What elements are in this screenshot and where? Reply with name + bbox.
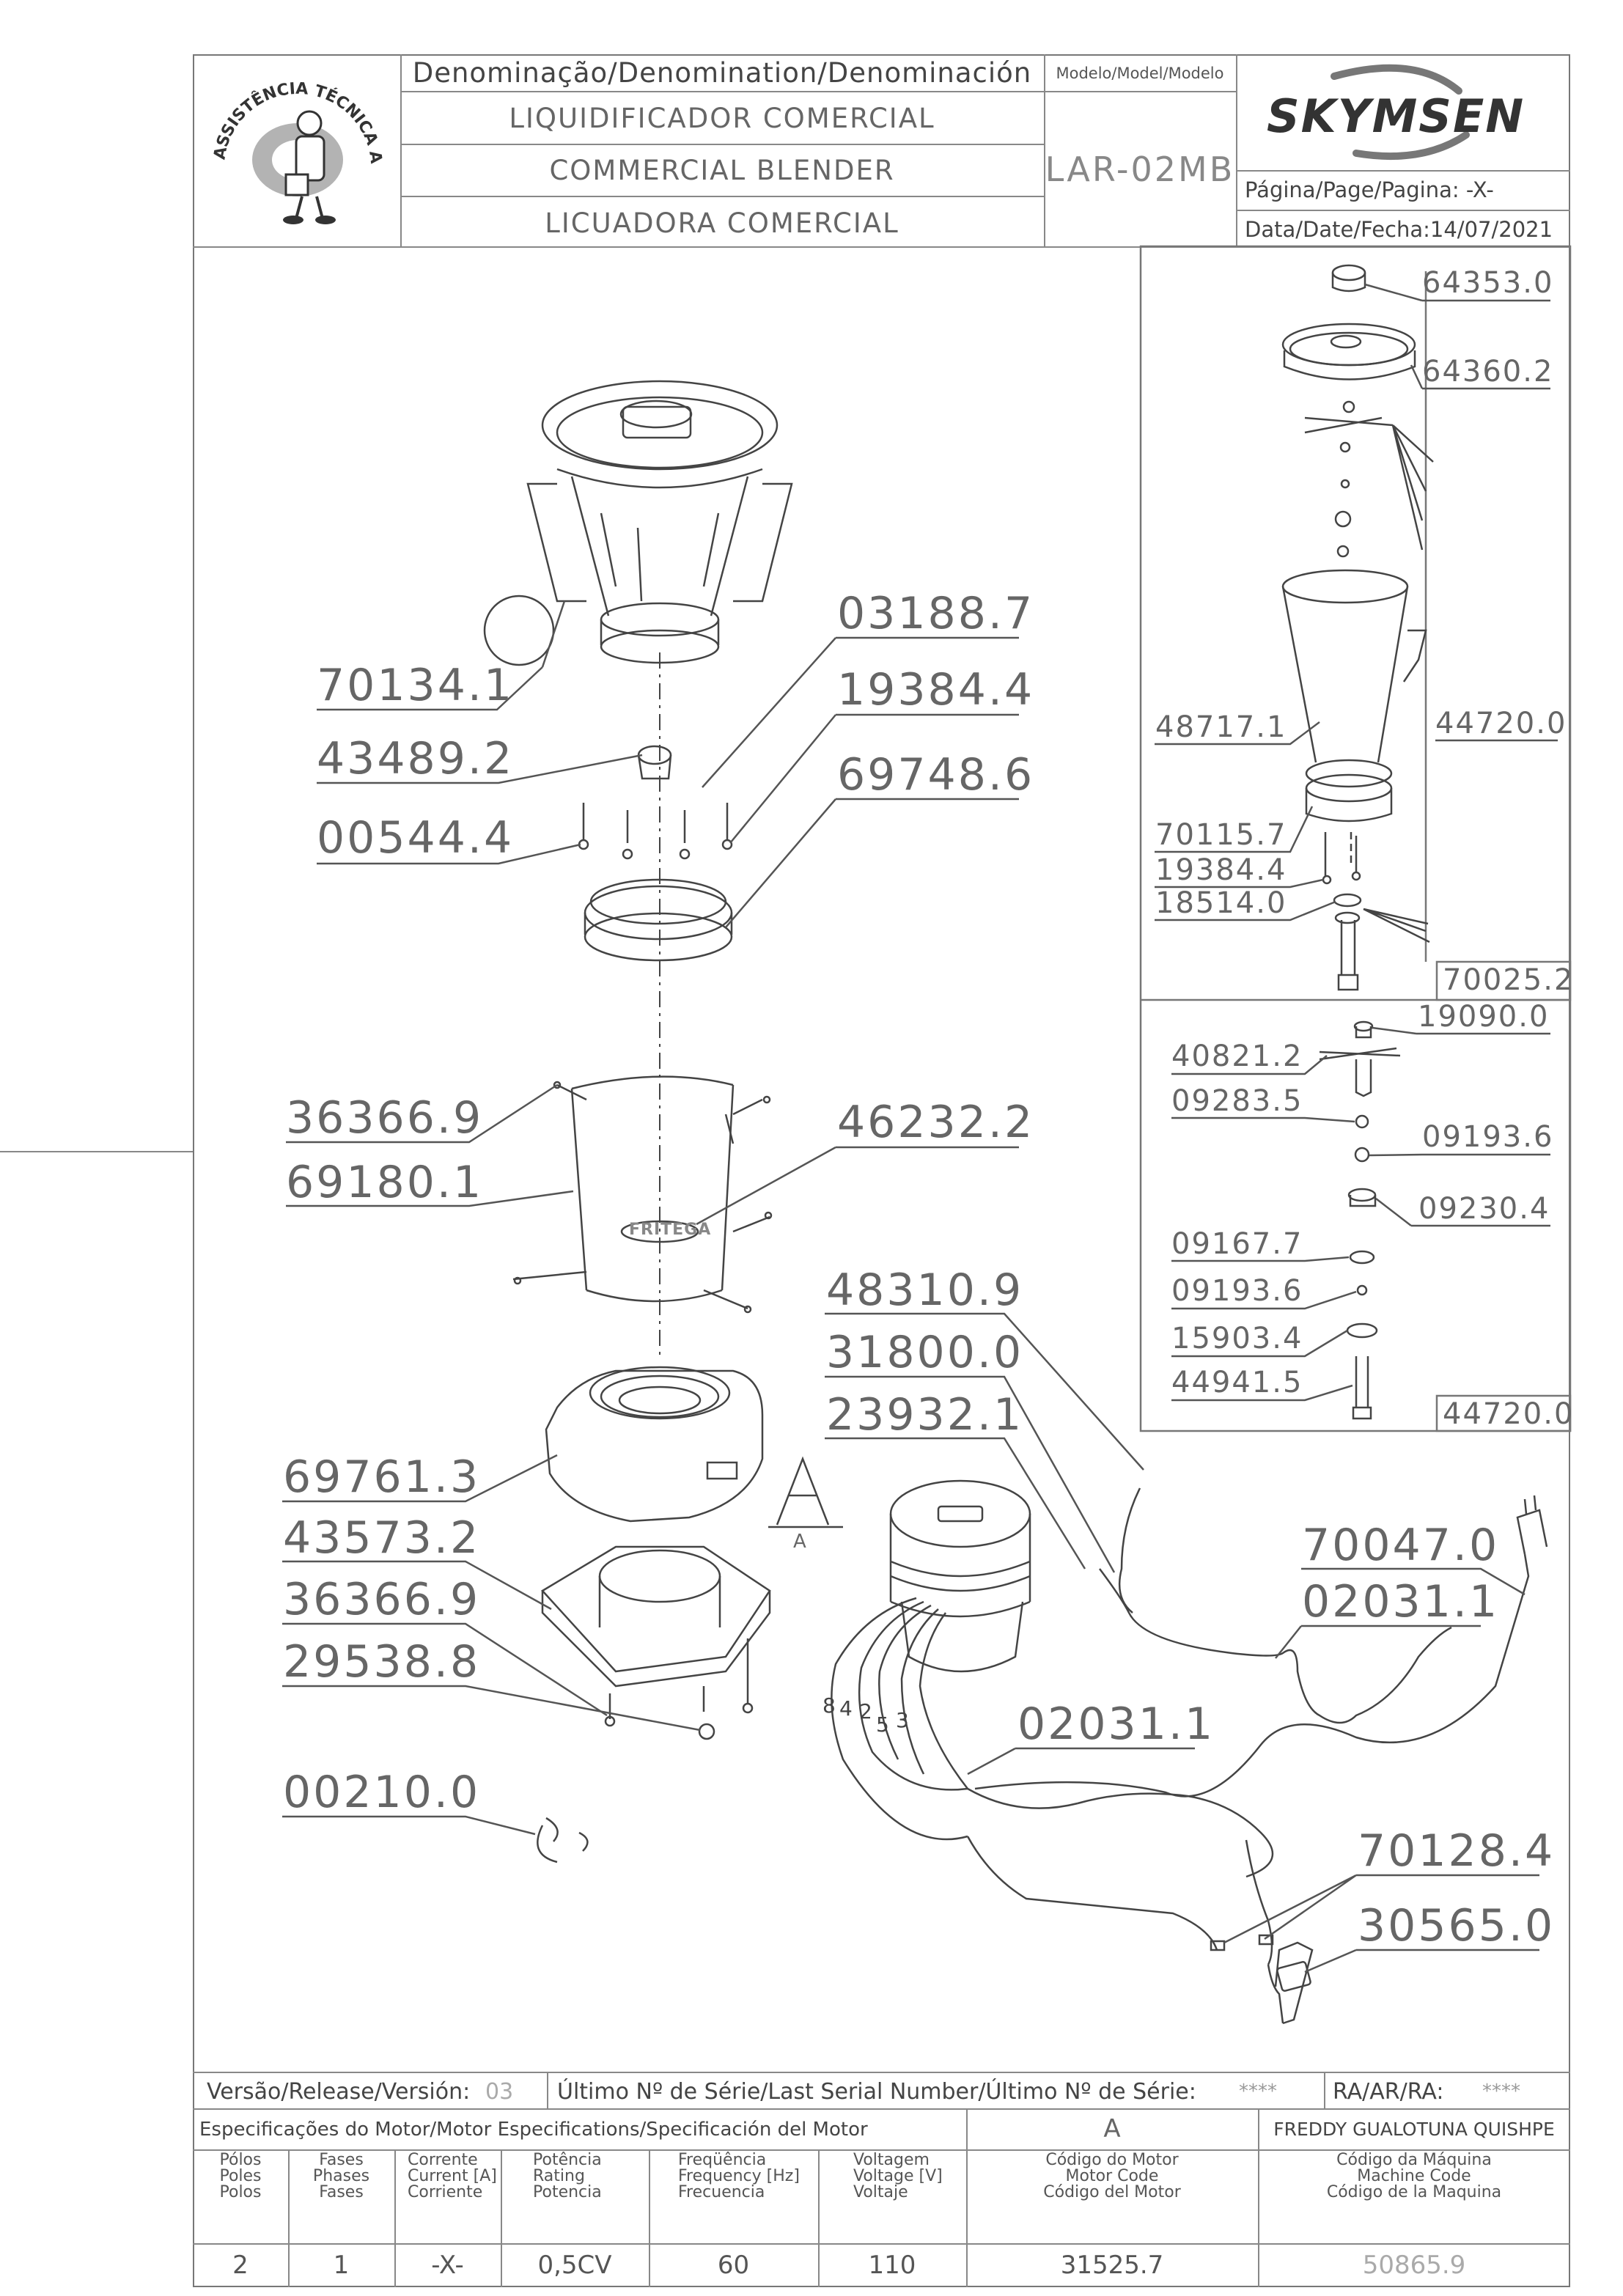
jar-detail-box-label: 70025.2	[1443, 963, 1575, 997]
part-label: 69180.1	[286, 1157, 484, 1208]
part-label: 43573.2	[283, 1512, 481, 1564]
part-label: 70128.4	[1358, 1825, 1556, 1877]
jar-part-label: 18514.0	[1155, 886, 1287, 920]
value-rating: 0,5CV	[537, 2251, 612, 2280]
value-current: -X-	[431, 2251, 464, 2280]
part-label: 70134.1	[317, 660, 515, 711]
value-frequency: 60	[717, 2251, 750, 2280]
blade-part-label: 09167.7	[1171, 1227, 1303, 1261]
part-label: 31800.0	[826, 1327, 1024, 1378]
ra-value: ****	[1482, 2080, 1520, 2102]
wire-number: 2	[859, 1699, 872, 1723]
blade-part-label: 09230.4	[1418, 1192, 1550, 1226]
part-label: 36366.9	[283, 1574, 481, 1625]
part-label: 02031.1	[1302, 1576, 1500, 1627]
blade-part-label: 40821.2	[1171, 1040, 1303, 1073]
part-label: 43489.2	[317, 733, 515, 784]
part-label: 03188.7	[837, 588, 1035, 639]
part-label: 30565.0	[1358, 1900, 1556, 1951]
part-label: 19384.4	[837, 664, 1035, 715]
part-label: 70047.0	[1302, 1520, 1500, 1571]
serial-label: Último Nº de Série/Last Serial Number/Úl…	[557, 2079, 1196, 2105]
name-english: COMMERCIAL BLENDER	[549, 155, 895, 186]
ra-label: RA/AR/RA:	[1333, 2079, 1444, 2105]
part-label: 00210.0	[283, 1767, 481, 1818]
part-label: 36366.9	[286, 1092, 484, 1144]
denomination-label: Denominação/Denomination/Denominación	[412, 57, 1032, 89]
page-label: Página/Page/Pagina: -X-	[1245, 177, 1494, 202]
motor-group: A	[1103, 2114, 1121, 2144]
value-poles: 2	[232, 2251, 249, 2280]
wire-number: 4	[839, 1696, 853, 1721]
blade-part-label: 44941.5	[1171, 1366, 1303, 1399]
jar-part-label: 70115.7	[1155, 818, 1287, 852]
authorized-service-badge: ASSISTÊNCIA TÉCNICA AUTORIZADA	[199, 65, 396, 240]
version-value: 03	[485, 2079, 514, 2105]
left-margin-line	[0, 1151, 193, 1152]
fritega-label: FRITEGA	[629, 1221, 712, 1239]
blade-part-label: 09193.6	[1422, 1120, 1554, 1154]
value-machine-code: 50865.9	[1362, 2251, 1466, 2280]
jar-part-label: 19384.4	[1155, 853, 1287, 887]
name-spanish: LICUADORA COMERCIAL	[545, 207, 899, 239]
wire-number: 8	[822, 1693, 836, 1718]
part-label: 29538.8	[283, 1636, 481, 1688]
blade-part-label: 19090.0	[1418, 1000, 1550, 1034]
part-label: 46232.2	[837, 1097, 1035, 1148]
model-label: Modelo/Model/Modelo	[1056, 65, 1224, 82]
value-voltage: 110	[868, 2251, 916, 2280]
jar-part-label: 44720.0	[1435, 707, 1567, 740]
section-letter: A	[793, 1531, 806, 1553]
part-label: 69761.3	[283, 1451, 481, 1503]
blade-part-label: 15903.4	[1171, 1322, 1303, 1355]
model-code: LAR-02MB	[1045, 150, 1235, 189]
name-portuguese: LIQUIDIFICADOR COMERCIAL	[509, 103, 935, 134]
value-motor-code: 31525.7	[1060, 2251, 1164, 2280]
part-label: 23932.1	[826, 1389, 1024, 1440]
wire-number: 5	[876, 1712, 889, 1737]
technician-name: FREDDY GUALOTUNA QUISHPE	[1273, 2119, 1555, 2140]
blade-part-label: 09283.5	[1171, 1084, 1303, 1118]
part-label: 00544.4	[317, 812, 515, 864]
version-label: Versão/Release/Versión:	[207, 2079, 471, 2105]
jar-part-label: 48717.1	[1155, 710, 1287, 744]
serial-value: ****	[1239, 2080, 1277, 2102]
jar-part-label: 64353.0	[1422, 266, 1554, 300]
jar-part-label: 64360.2	[1422, 355, 1554, 389]
wire-number: 3	[896, 1708, 909, 1732]
motor-spec-label: Especificações do Motor/Motor Especifica…	[199, 2119, 868, 2141]
value-phases: 1	[333, 2251, 350, 2280]
blade-detail-box-label: 44720.0	[1443, 1397, 1575, 1431]
date-label: Data/Date/Fecha:14/07/2021	[1245, 217, 1553, 242]
blade-part-label: 09193.6	[1171, 1274, 1303, 1308]
part-label: 69748.6	[837, 749, 1035, 801]
brand-logo: SKYMSEN	[1246, 62, 1554, 164]
part-label: 02031.1	[1017, 1699, 1215, 1750]
brand-name: SKYMSEN	[1267, 89, 1526, 143]
part-label: 48310.9	[826, 1265, 1024, 1316]
